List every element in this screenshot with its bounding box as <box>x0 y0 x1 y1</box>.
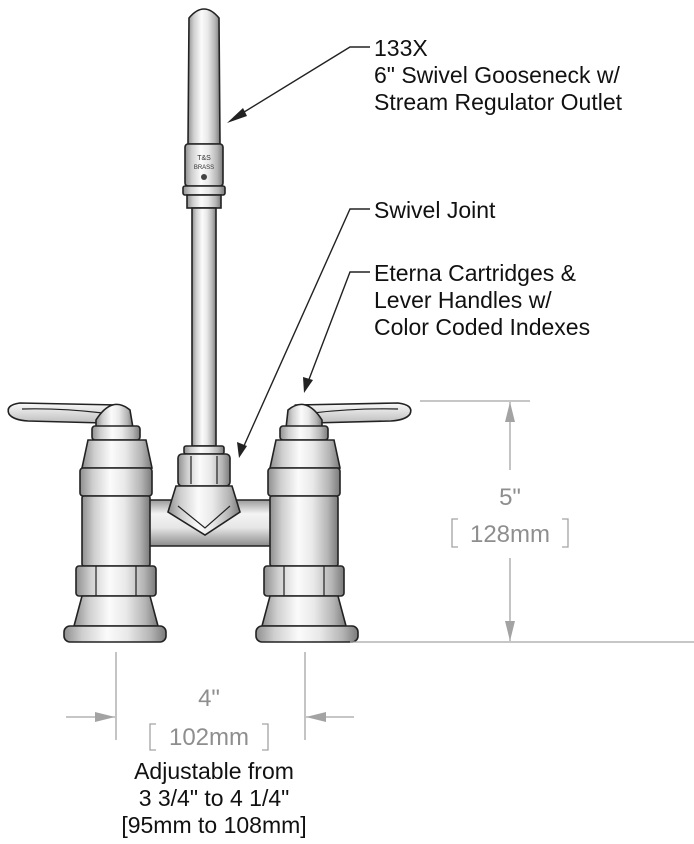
svg-text:T&S: T&S <box>197 155 211 162</box>
gooseneck-leader <box>227 46 370 123</box>
cartridges-line2: Lever Handles w/ <box>374 287 552 313</box>
adjustable-note-line2: 3 3/4" to 4 1/4" <box>139 785 290 811</box>
gooseneck-desc-line2: Stream Regulator Outlet <box>374 89 623 115</box>
adjustable-note-line1: Adjustable from <box>134 758 294 784</box>
cartridges-line3: Color Coded Indexes <box>374 314 590 340</box>
cartridges-leader <box>303 271 370 393</box>
width-metric: 102mm <box>169 724 249 751</box>
faucet-body <box>131 485 283 547</box>
width-imperial: 4" <box>198 685 220 712</box>
swivel-joint-leader <box>237 208 370 458</box>
swivel-joint-label: Swivel Joint <box>374 197 496 223</box>
gooseneck-model: 133X <box>374 35 428 61</box>
height-dimension <box>350 400 694 643</box>
width-dimension <box>66 652 354 751</box>
adjustable-note-line3: [95mm to 108mm] <box>121 812 306 838</box>
height-metric: 128mm <box>470 521 550 548</box>
gooseneck-spout: T&S BRASS <box>182 8 226 447</box>
left-valve <box>7 402 167 643</box>
height-imperial: 5" <box>499 484 521 511</box>
cartridges-line1: Eterna Cartridges & <box>374 260 576 286</box>
swivel-joint-nut <box>177 445 231 487</box>
svg-text:BRASS: BRASS <box>194 165 214 171</box>
right-valve <box>255 402 412 643</box>
gooseneck-desc-line1: 6" Swivel Gooseneck w/ <box>374 62 621 88</box>
